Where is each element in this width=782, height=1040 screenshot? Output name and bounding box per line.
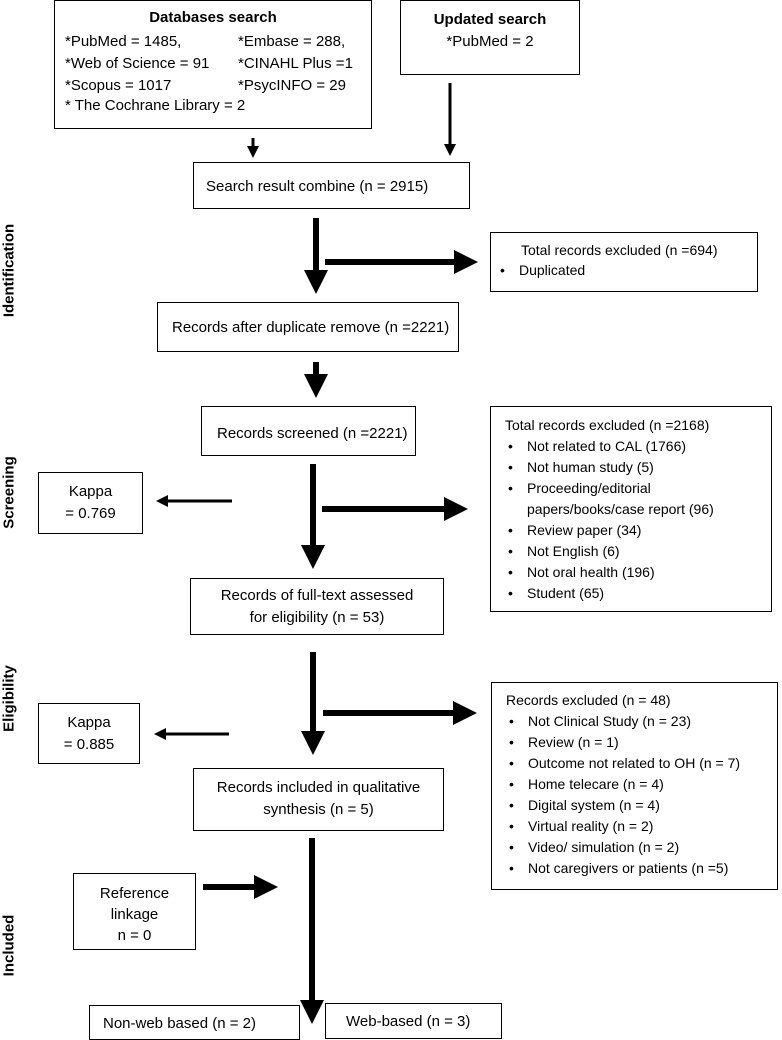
excluded-screening-item: Not related to CAL (1766) — [499, 436, 765, 457]
excluded-eligibility-item: Digital system (n = 4) — [500, 795, 771, 816]
excluded-screening-item: Student (65) — [499, 583, 765, 604]
included-synthesis-line1: Records included in qualitative — [216, 779, 421, 796]
updated-search-box: Updated search *PubMed = 2 — [400, 0, 580, 75]
excluded-screening-item: Not oral health (196) — [499, 562, 765, 583]
web-based-label: Web-based (n = 3) — [346, 1013, 471, 1030]
reference-linkage-line2: linkage — [110, 906, 159, 923]
db-scopus: *Scopus = 1017 — [65, 77, 172, 94]
reference-linkage-line1: Reference — [99, 885, 170, 902]
kappa-eligibility-value: = 0.885 — [63, 736, 115, 753]
databases-search-title: Databases search — [149, 9, 277, 26]
excluded-eligibility-box: Records excluded (n = 48) Not Clinical S… — [491, 682, 778, 890]
fulltext-assessed-line1: Records of full-text assessed — [220, 587, 414, 604]
after-duplicate-box: Records after duplicate remove (n =2221) — [157, 302, 459, 352]
excluded-eligibility-title: Records excluded (n = 48) — [506, 692, 671, 708]
kappa-screening-box: Kappa = 0.769 — [38, 472, 143, 534]
updated-search-title: Updated search — [433, 11, 547, 28]
web-based-box: Web-based (n = 3) — [325, 1003, 502, 1039]
fulltext-assessed-line2: for eligibility (n = 53) — [249, 609, 385, 626]
fulltext-assessed-box: Records of full-text assessed for eligib… — [190, 578, 444, 635]
excluded-screening-item: Not English (6) — [499, 541, 765, 562]
reference-linkage-box: Reference linkage n = 0 — [73, 873, 196, 950]
kappa-eligibility-box: Kappa = 0.885 — [38, 703, 140, 764]
db-cinahl: *CINAHL Plus =1 — [238, 55, 353, 72]
kappa-eligibility-label: Kappa — [67, 714, 111, 731]
excluded-eligibility-item: Video/ simulation (n = 2) — [500, 837, 771, 858]
stage-identification: Identification — [0, 223, 18, 318]
excluded-eligibility-item: Not caregivers or patients (n =5) — [500, 858, 771, 879]
search-combine-label: Search result combine (n = 2915) — [206, 178, 429, 195]
excluded-screening-item: Review paper (34) — [499, 520, 765, 541]
search-combine-box: Search result combine (n = 2915) — [193, 162, 470, 209]
databases-search-box: Databases search *PubMed = 1485, *Web of… — [54, 0, 372, 129]
excluded-eligibility-item: Virtual reality (n = 2) — [500, 816, 771, 837]
reference-linkage-line3: n = 0 — [117, 927, 152, 944]
updated-search-pubmed: *PubMed = 2 — [446, 33, 534, 50]
excluded-duplicates-box: Total records excluded (n =694) Duplicat… — [490, 232, 758, 292]
excluded-eligibility-item: Outcome not related to OH (n = 7) — [500, 753, 771, 774]
included-synthesis-box: Records included in qualitative synthesi… — [193, 768, 444, 831]
non-web-based-box: Non-web based (n = 2) — [89, 1005, 300, 1040]
excluded-duplicates-item: Duplicated — [491, 260, 757, 281]
db-embase: *Embase = 288, — [238, 33, 346, 50]
db-wos: *Web of Science = 91 — [65, 55, 210, 72]
non-web-based-label: Non-web based (n = 2) — [103, 1015, 257, 1032]
excluded-eligibility-item: Not Clinical Study (n = 23) — [500, 711, 771, 732]
excluded-screening-box: Total records excluded (n =2168) Not rel… — [490, 406, 772, 612]
kappa-screening-label: Kappa — [68, 483, 113, 500]
excluded-duplicates-title: Total records excluded (n =694) — [521, 242, 718, 258]
records-screened-label: Records screened (n =2221) — [217, 425, 408, 442]
db-pubmed: *PubMed = 1485, — [65, 33, 182, 50]
records-screened-box: Records screened (n =2221) — [201, 406, 416, 456]
after-duplicate-label: Records after duplicate remove (n =2221) — [172, 319, 450, 336]
excluded-eligibility-item: Home telecare (n = 4) — [500, 774, 771, 795]
stage-eligibility: Eligibility — [0, 665, 18, 732]
excluded-screening-item: Not human study (5) — [499, 457, 765, 478]
db-psycinfo: *PsycINFO = 29 — [238, 77, 346, 94]
excluded-screening-title: Total records excluded (n =2168) — [505, 417, 710, 433]
db-cochrane: * The Cochrane Library = 2 — [65, 97, 246, 114]
stage-screening: Screening — [0, 456, 18, 529]
excluded-screening-item: Proceeding/editorial papers/books/case r… — [499, 478, 765, 520]
stage-included: Included — [0, 914, 18, 977]
kappa-screening-value: = 0.769 — [65, 505, 116, 522]
included-synthesis-line2: synthesis (n = 5) — [263, 801, 374, 818]
excluded-eligibility-item: Review (n = 1) — [500, 732, 771, 753]
